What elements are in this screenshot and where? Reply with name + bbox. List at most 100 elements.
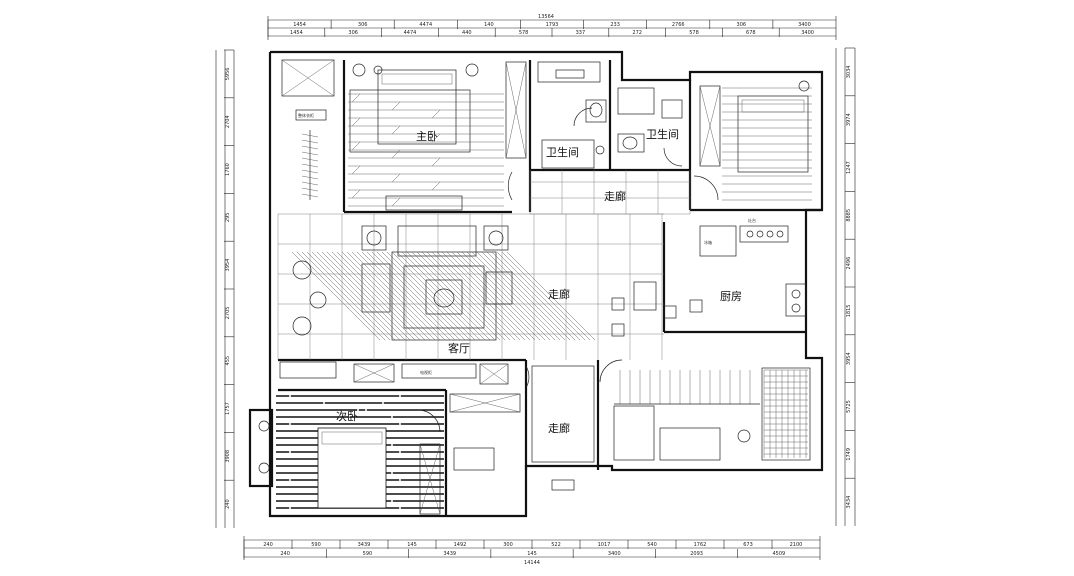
rug-hatch-line [481,251,571,341]
dimension-label: 145 [527,551,537,557]
wood-joint [351,93,361,103]
rug-hatch-line [376,251,466,341]
master-bedroom-floor [348,61,527,211]
dimension-label: 3400 [608,551,621,557]
wood-joint [351,141,361,151]
dimension-label: 540 [647,542,657,548]
dimension-label: 1793 [546,22,559,28]
rug-hatch-line [296,251,386,341]
dimension-label: 1017 [598,542,611,548]
wood-joint [431,157,441,167]
hanger [301,145,319,150]
dimension-label: 140 [484,22,494,28]
dimension-label: 300 [503,542,513,548]
hanger [301,187,319,192]
dimension-label: 5725 [846,400,852,413]
dimension-label: 1247 [846,161,852,174]
dimension-label: 306 [737,22,747,28]
dimension-label: 306 [358,22,368,28]
wood-joint [351,189,361,199]
dimension-label: 673 [743,542,753,548]
rug-hatch-line [396,251,486,341]
label-corridor-bottom: 走廊 [548,421,570,435]
floor-tiles [277,170,691,360]
dimension-label: 272 [632,30,642,36]
bathroom-2-fixtures [617,87,683,153]
room-labels: 主卧 卫生间 卫生间 走廊 走廊 厨房 客厅 次卧 走廊 [336,127,742,435]
rug-hatch-line [406,251,496,341]
rug-hatch-line [336,251,426,341]
dimension-label: 233 [610,22,620,28]
rug-hatch-line [311,251,401,341]
hanger [301,151,319,156]
rug-hatch-line [476,251,566,341]
rug-hatch-line [461,251,551,341]
tv-label: 电视柜 [420,369,432,375]
bathroom-1-fixtures [537,61,607,169]
walls [248,50,824,518]
hanger [301,139,319,144]
wood-joint [391,173,401,183]
dimension-label: 4474 [404,30,417,36]
rug-hatch-line [316,251,406,341]
dimension-label: 295 [225,213,231,223]
dimension-label: 1454 [293,22,306,28]
dimension-label: 2704 [225,115,231,128]
dimension-label: 1760 [225,163,231,176]
rug-hatch-line [391,251,481,341]
rug-hatch-line [386,251,476,341]
wood-joint [391,149,401,159]
stove-label: 灶台 [748,217,756,223]
wood-joint [431,109,441,119]
rug-hatch-line [486,251,576,341]
dimension-label: 3439 [358,542,371,548]
fridge-label: 冰箱 [704,239,712,245]
dimension-label: 3908 [225,450,231,463]
rug-hatch-line [491,251,581,341]
label-corridor-mid: 走廊 [548,287,570,301]
dimension-label: 578 [689,30,699,36]
rug-hatch-line [451,251,541,341]
wood-joint [391,197,401,207]
dimension-label: 240 [280,551,290,557]
dimension-label: 2100 [790,542,803,548]
hanger [301,169,319,174]
rug-hatch-line [301,251,391,341]
door-swings [417,107,719,433]
dimension-label: 8885 [846,209,852,222]
rug-hatch-line [456,251,546,341]
rug-hatch-line [341,251,431,341]
rug-hatch-line [371,251,461,341]
dimension-label: 240 [263,542,273,548]
bedroom-3-furniture [699,80,812,201]
label-corridor-top: 走廊 [604,189,626,203]
dimension-label: 3434 [846,496,852,509]
rug-hatch-line [351,251,441,341]
rug-hatch-line [306,251,396,341]
dimension-label: 3974 [846,113,852,126]
dimension-label: 1454 [290,30,303,36]
dimension-label: 522 [551,542,561,548]
wood-joint [391,125,401,135]
rug-hatch-line [466,251,556,341]
dimension-label: 1815 [846,305,852,318]
walk-in-wardrobe: 整体衣柜 [281,59,335,200]
stair-area [613,367,811,461]
dimension-label: 578 [519,30,529,36]
dimension-label: 3954 [846,352,852,365]
dimension-label: 240 [225,499,231,509]
top-total-dim: 13564 [538,14,554,20]
label-bedroom-2: 次卧 [336,409,358,423]
rug-hatch-line [436,251,526,341]
label-living-room: 客厅 [448,341,470,355]
rug-hatch-line [401,251,491,341]
hanger [301,193,319,198]
hanger [301,181,319,186]
dimension-label: 440 [462,30,472,36]
dimension-label: 590 [363,551,373,557]
rug-hatch-line [471,251,561,341]
